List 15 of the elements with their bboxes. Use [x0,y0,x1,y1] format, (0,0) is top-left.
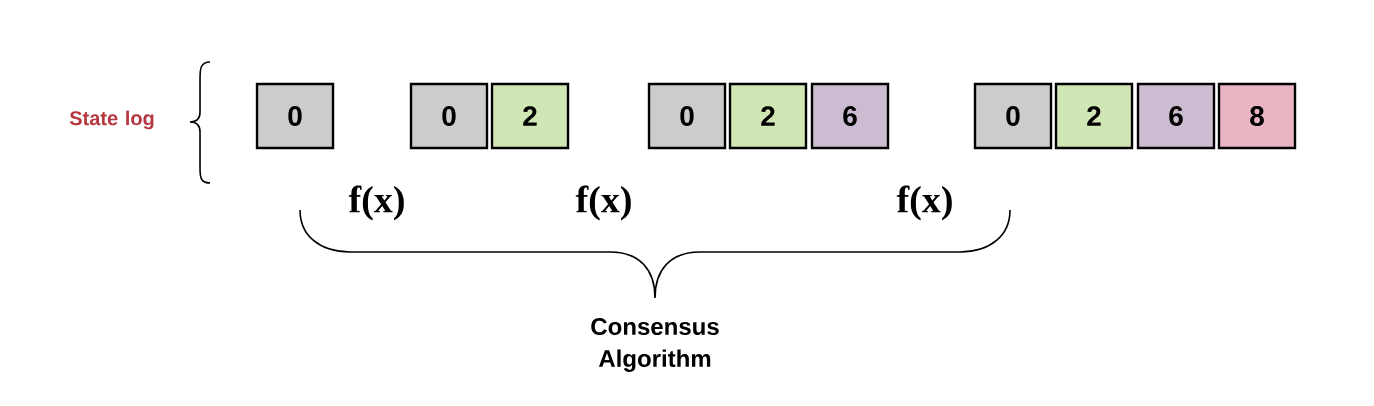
log-entry-box: 0 [973,82,1053,150]
brace-label: Consensus Algorithm [591,318,719,372]
log-entry-box: 2 [1054,82,1134,150]
function-label: f(x) [896,185,952,221]
function-label: f(x) [348,185,404,221]
log-entry-box: 0 [409,82,489,150]
log-entry-box: 6 [1136,82,1216,150]
function-label: f(x) [575,185,631,221]
log-entry-box: 2 [490,82,570,150]
log-entry-box: 6 [810,82,890,150]
log-entry-box: 2 [728,82,808,150]
log-entry-box: 0 [647,82,727,150]
log-entry-box: 0 [255,82,335,150]
row-label: State log [69,110,154,130]
log-entry-box: 8 [1217,82,1297,150]
